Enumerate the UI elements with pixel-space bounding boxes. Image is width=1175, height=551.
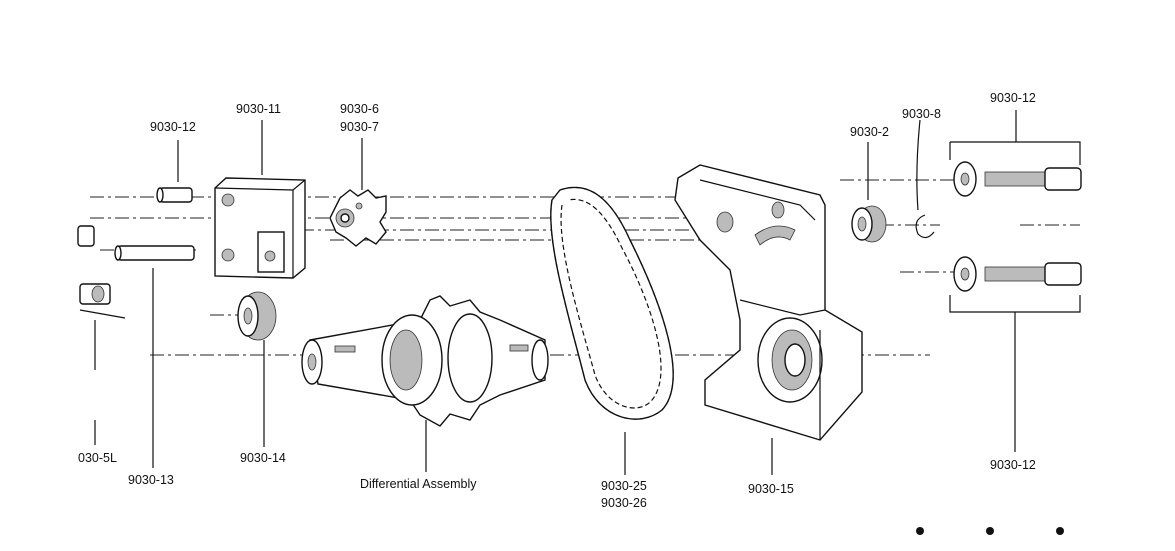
rod-9030-13 bbox=[114, 245, 195, 261]
label-9030-14: 9030-14 bbox=[240, 451, 286, 465]
bearing-9030-14 bbox=[237, 291, 277, 341]
label-9030-12-left: 9030-12 bbox=[150, 120, 196, 134]
bearing-9030-2 bbox=[851, 205, 887, 243]
bolt-upper-9030-12 bbox=[953, 161, 1082, 197]
sprocket-9030-6-7 bbox=[329, 189, 387, 247]
leader-lines bbox=[79, 110, 1081, 475]
dots bbox=[916, 527, 1064, 535]
label-9030-6: 9030-6 bbox=[340, 102, 379, 116]
label-030-5l: 030-5L bbox=[78, 451, 117, 465]
label-9030-12-bottom-right: 9030-12 bbox=[990, 458, 1036, 472]
label-9030-2: 9030-2 bbox=[850, 125, 889, 139]
bolt-lower-9030-12 bbox=[953, 256, 1082, 292]
label-9030-15: 9030-15 bbox=[748, 482, 794, 496]
label-differential-assembly: Differential Assembly bbox=[360, 477, 477, 491]
label-9030-26: 9030-26 bbox=[601, 496, 647, 510]
label-9030-25: 9030-25 bbox=[601, 479, 647, 493]
plate-9030-15 bbox=[674, 164, 863, 441]
label-9030-8: 9030-8 bbox=[902, 107, 941, 121]
label-9030-11: 9030-11 bbox=[236, 102, 281, 116]
label-9030-13: 9030-13 bbox=[128, 473, 174, 487]
chain-9030-25-26 bbox=[550, 186, 674, 420]
label-9030-12-top-right: 9030-12 bbox=[990, 91, 1036, 105]
clip-9030-8 bbox=[915, 214, 935, 239]
pin-9030-12-left bbox=[156, 187, 193, 203]
part-stub-left bbox=[77, 225, 111, 305]
block-9030-11 bbox=[214, 177, 306, 279]
label-9030-7: 9030-7 bbox=[340, 120, 379, 134]
differential-assembly bbox=[301, 295, 549, 427]
